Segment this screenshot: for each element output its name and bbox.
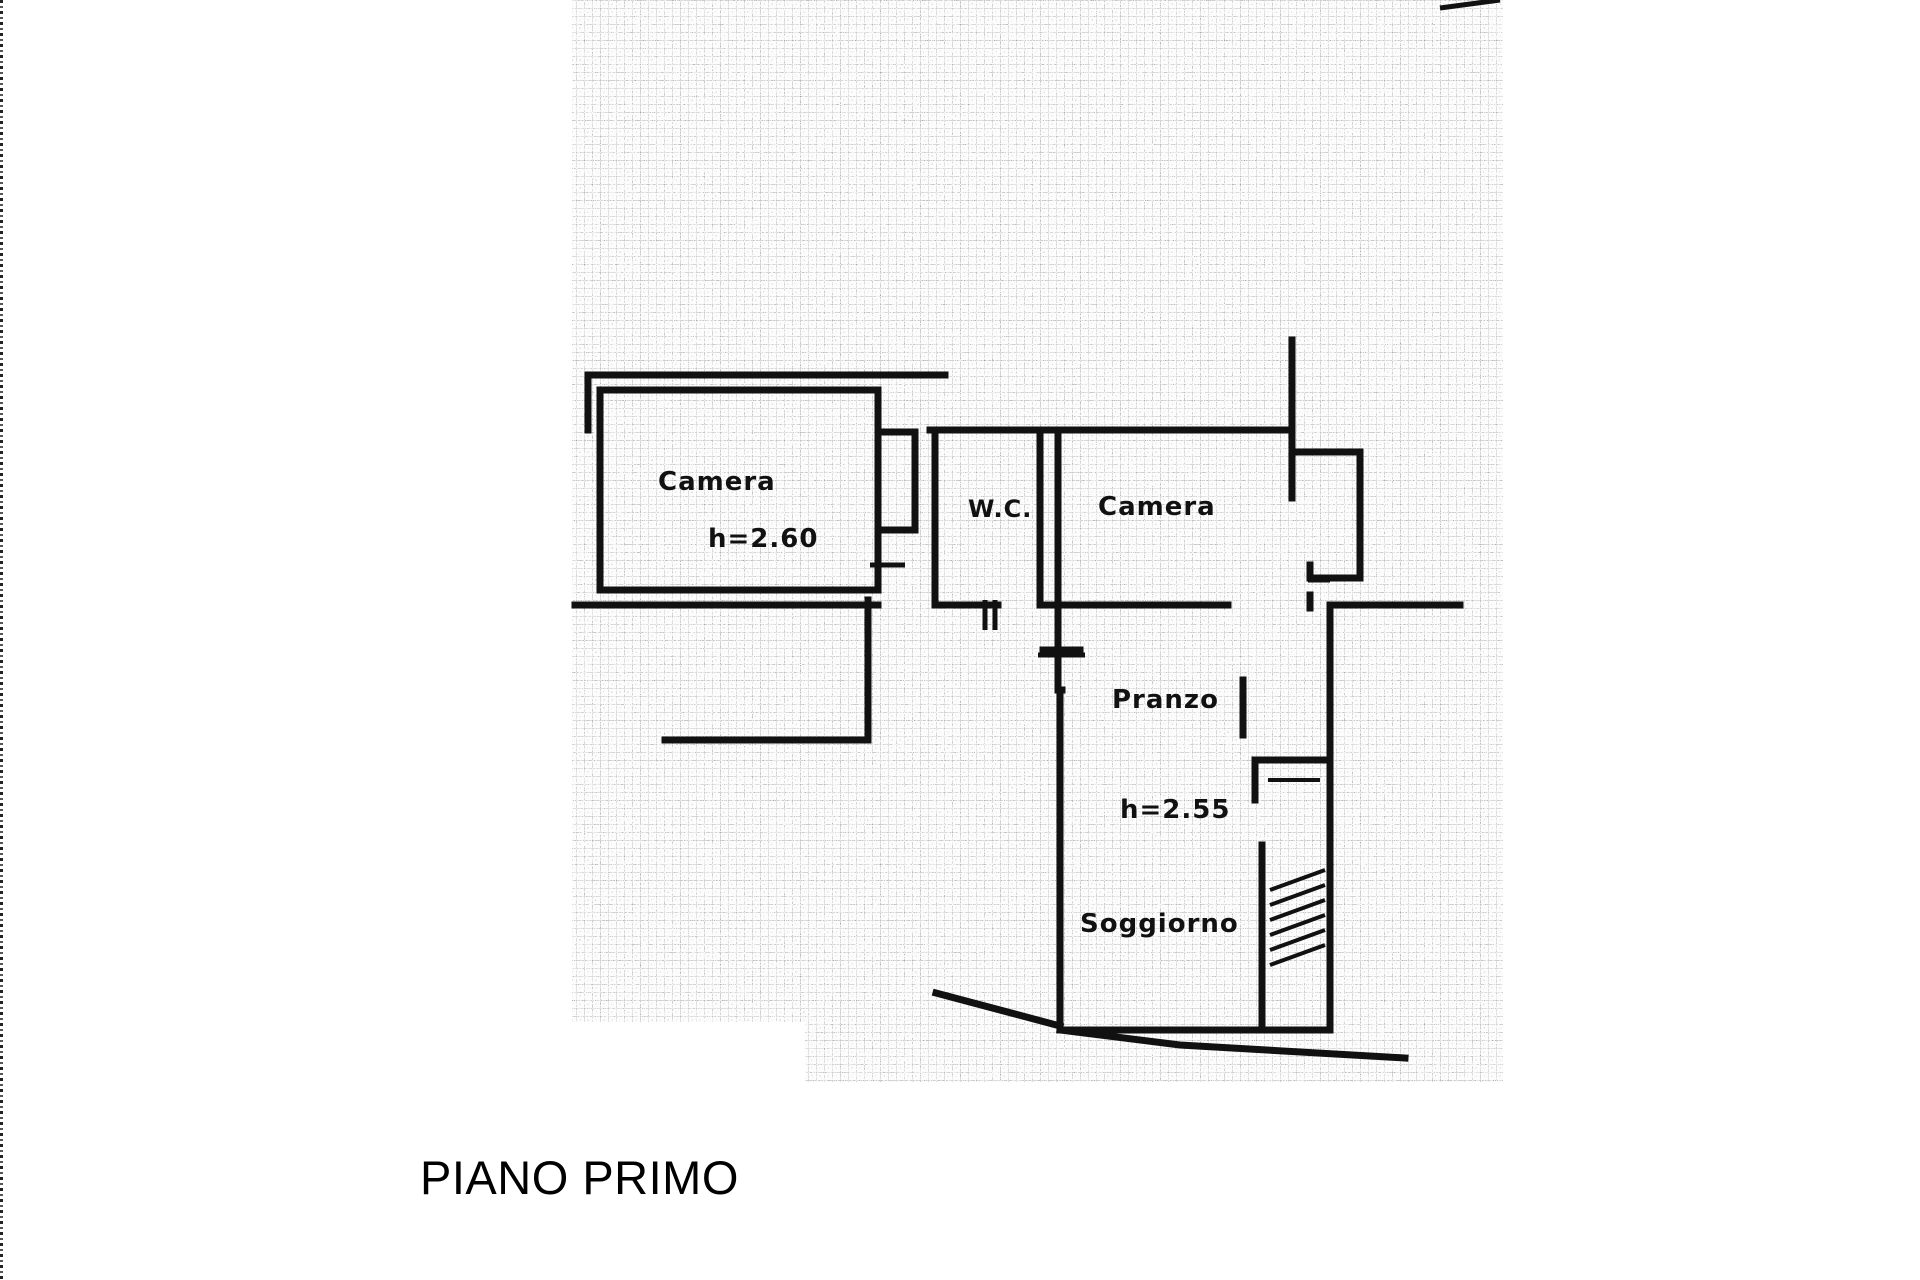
room-label-camera-1: Camera: [658, 467, 776, 497]
page-scan-edge: [0, 0, 3, 1280]
walls: [571, 336, 1464, 1062]
door-marks: [870, 562, 1330, 658]
room-label-soggiorno: Soggiorno: [1080, 909, 1239, 939]
room-height-camera-1: h=2.60: [708, 524, 818, 554]
staircase: [1268, 778, 1326, 967]
room-label-wc: W.C.: [968, 495, 1032, 523]
room-height-pranzo: h=2.55: [1120, 795, 1230, 825]
floor-plan-caption: PIANO PRIMO: [420, 1151, 739, 1204]
room-label-pranzo: Pranzo: [1112, 685, 1219, 715]
sheet-corner-mark: [1439, 0, 1501, 11]
room-label-camera-2: Camera: [1098, 492, 1216, 522]
